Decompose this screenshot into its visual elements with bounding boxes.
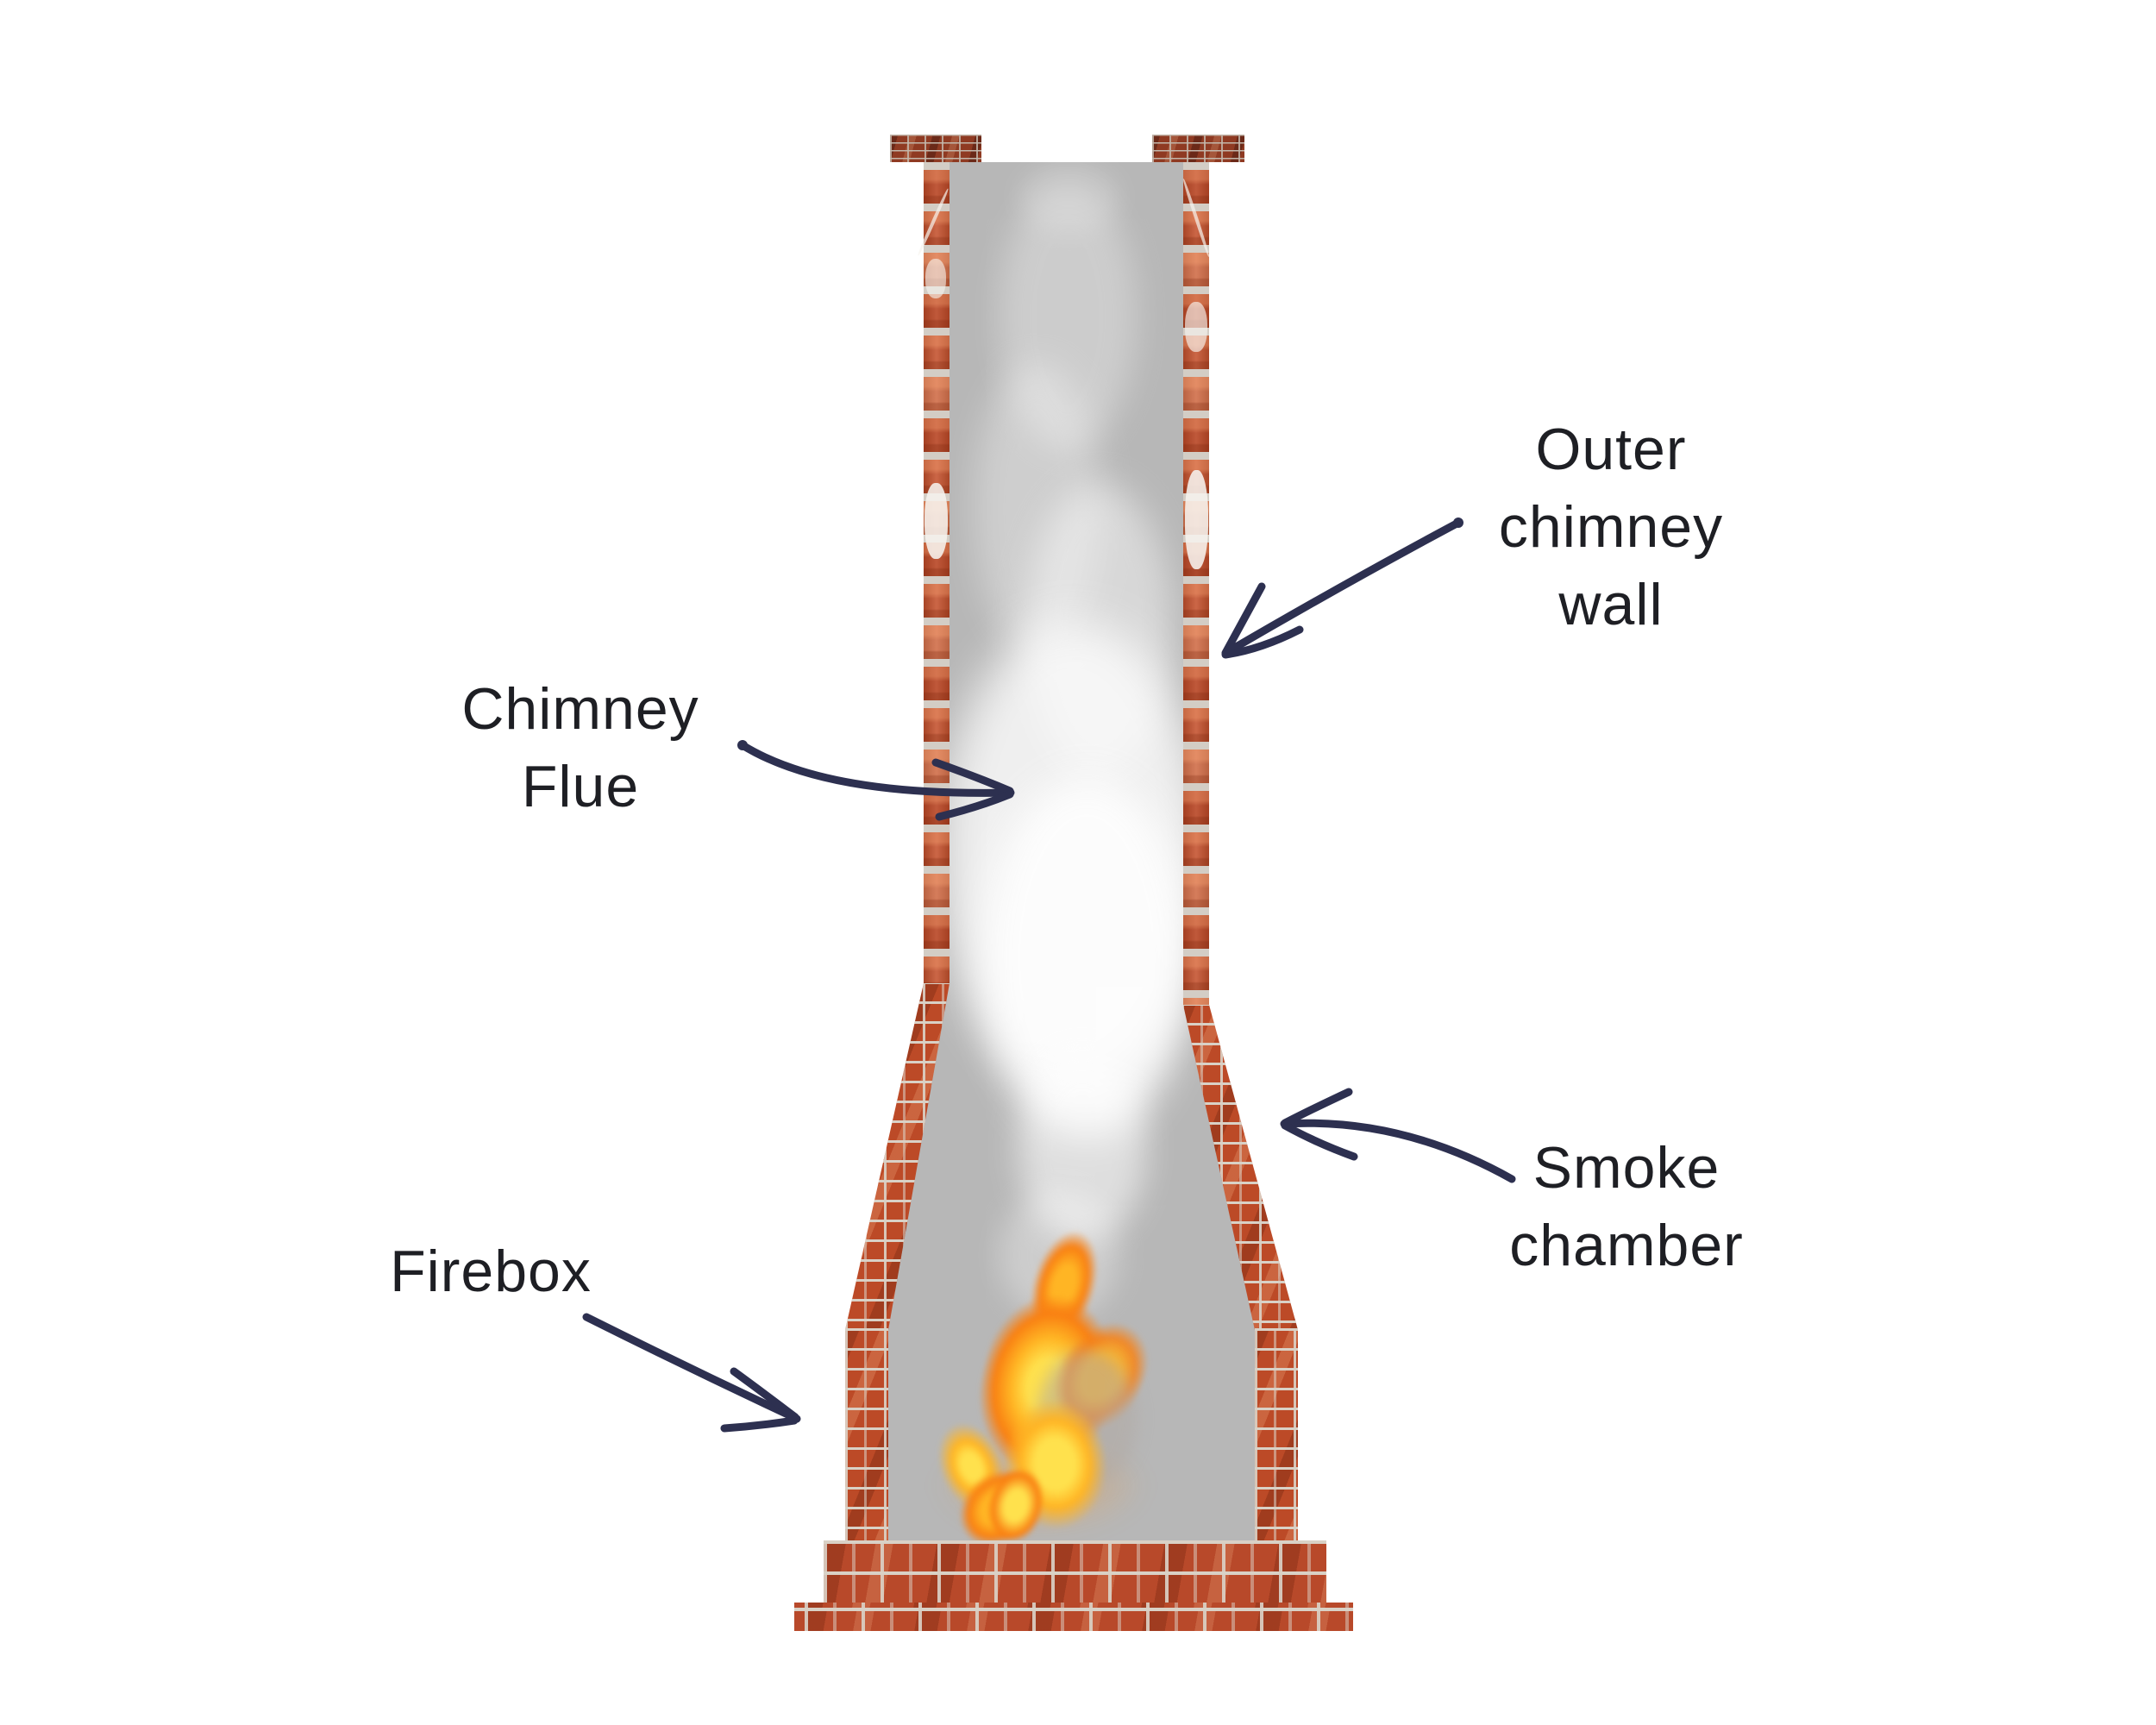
mortar-patch: [924, 483, 948, 559]
label-outer-chimney-wall: Outer chimney wall: [1421, 411, 1801, 643]
firebox-arrow: [582, 1313, 801, 1433]
label-line: Flue: [521, 754, 640, 819]
label-firebox: Firebox: [301, 1233, 680, 1310]
label-line: Smoke: [1532, 1135, 1720, 1201]
label-line: chimney: [1498, 494, 1724, 560]
smoke-wisp: [999, 183, 1137, 450]
smoke-chamber-arrow: [1280, 1088, 1516, 1183]
label-chimney-flue: Chimney Flue: [391, 670, 770, 825]
chimney-flue-arrow: [737, 740, 1015, 821]
right-firebox-wall: [1255, 1328, 1298, 1540]
smoke-wisp: [973, 362, 1102, 656]
label-line: Firebox: [390, 1239, 592, 1304]
mortar-patch: [1185, 302, 1207, 352]
smoke-wisp: [1018, 162, 1121, 231]
mortar-patch: [925, 259, 946, 298]
mortar-patch: [1185, 470, 1208, 569]
label-line: Outer: [1535, 417, 1687, 482]
label-smoke-chamber: Smoke chamber: [1437, 1129, 1816, 1284]
hearth-base-slab: [794, 1603, 1353, 1631]
outer-chimney-wall-arrow: [1221, 518, 1463, 659]
fire: [920, 1197, 1174, 1540]
hearth-plinth: [824, 1540, 1326, 1603]
left-chimney-wall: [924, 162, 950, 983]
label-line: wall: [1558, 572, 1664, 637]
label-line: chamber: [1509, 1213, 1744, 1278]
right-chimney-cap: [1152, 135, 1244, 162]
left-chimney-cap: [890, 135, 981, 162]
left-firebox-wall: [845, 1328, 888, 1540]
label-line: Chimney: [461, 676, 699, 742]
